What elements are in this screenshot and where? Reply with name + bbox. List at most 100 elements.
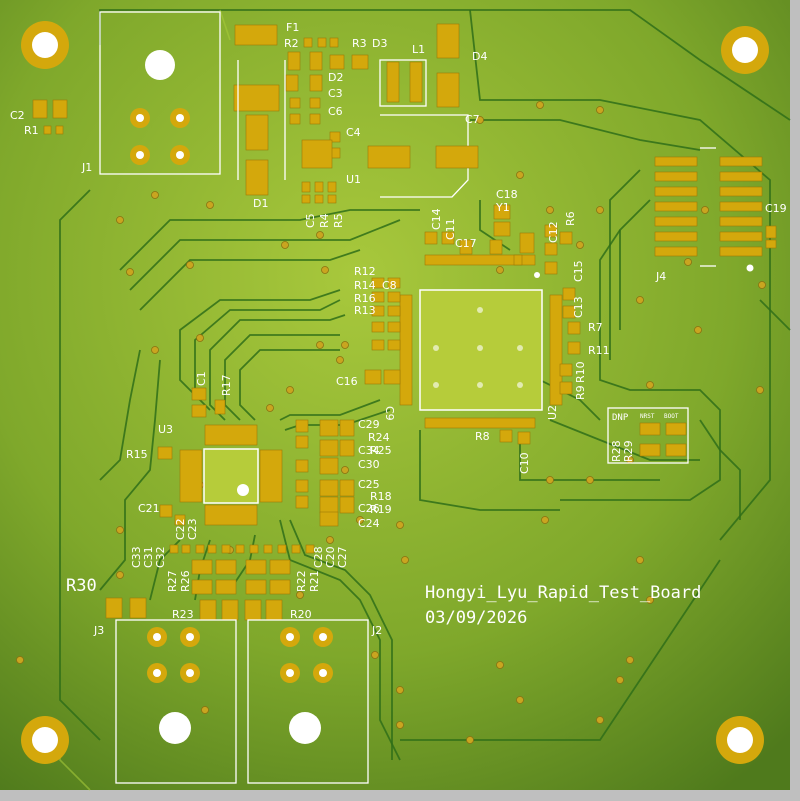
label-c19: C19 bbox=[765, 202, 787, 215]
label-r8: R8 bbox=[475, 430, 490, 443]
label-j3: J3 bbox=[93, 624, 104, 637]
label-c10: C10 bbox=[518, 452, 531, 474]
label-c33: C33 bbox=[130, 546, 143, 568]
label-c26: C26 bbox=[358, 502, 380, 515]
label-c12: C12 bbox=[547, 221, 560, 243]
label-c13: C13 bbox=[572, 296, 585, 318]
label-r6: R6 bbox=[564, 211, 577, 226]
label-c16: C16 bbox=[336, 375, 358, 388]
connector-j1 bbox=[99, 11, 221, 175]
label-c24: C24 bbox=[358, 517, 380, 530]
label-c17: C17 bbox=[455, 237, 477, 250]
label-d2: D2 bbox=[328, 71, 343, 84]
label-r10: R10 bbox=[574, 361, 587, 383]
ic-u3 bbox=[179, 424, 283, 526]
header-j4 bbox=[654, 147, 777, 272]
label-c27: C27 bbox=[336, 546, 349, 568]
label-r30: R30 bbox=[66, 576, 97, 596]
label-r21: R21 bbox=[308, 570, 321, 592]
label-c31: C31 bbox=[142, 546, 155, 568]
label-r12: R12 bbox=[354, 265, 376, 278]
label-c9: C9 bbox=[383, 406, 396, 421]
label-d3: D3 bbox=[372, 37, 387, 50]
dnp-boot-label: BOOT bbox=[664, 413, 679, 420]
label-r17: R17 bbox=[220, 374, 233, 396]
dnp-block bbox=[607, 407, 689, 464]
label-c7: C7 bbox=[465, 113, 480, 126]
label-r19: R19 bbox=[370, 503, 392, 516]
label-c21: C21 bbox=[138, 502, 160, 515]
label-r16: R16 bbox=[354, 292, 376, 305]
mounting-holes bbox=[21, 21, 769, 764]
label-l1: L1 bbox=[412, 43, 425, 56]
label-u2: U2 bbox=[546, 405, 559, 420]
board-substrate bbox=[0, 0, 790, 790]
label-u1: U1 bbox=[346, 173, 361, 186]
label-r7: R7 bbox=[588, 321, 603, 334]
label-r2: R2 bbox=[284, 37, 299, 50]
label-c28: C28 bbox=[312, 546, 325, 568]
label-c5: C5 bbox=[304, 213, 317, 228]
label-c22: C22 bbox=[174, 518, 187, 540]
dnp-nrst-label: NRST bbox=[640, 413, 655, 420]
label-c34: C34 bbox=[358, 444, 380, 457]
label-r20: R20 bbox=[290, 608, 312, 621]
label-r28: R28 bbox=[610, 440, 623, 462]
label-r15: R15 bbox=[126, 448, 148, 461]
label-j4: J4 bbox=[655, 270, 666, 283]
label-u3: U3 bbox=[158, 423, 173, 436]
label-r24: R24 bbox=[368, 431, 390, 444]
label-c32: C32 bbox=[154, 546, 167, 568]
connector-j2 bbox=[247, 619, 369, 784]
label-r11: R11 bbox=[588, 344, 610, 357]
label-c23: C23 bbox=[186, 518, 199, 540]
label-r27: R27 bbox=[166, 570, 179, 592]
mcu-u2 bbox=[399, 254, 563, 429]
label-f1: F1 bbox=[286, 21, 299, 34]
c2-r1-pads bbox=[32, 99, 68, 135]
label-r23: R23 bbox=[172, 608, 194, 621]
label-c30: C30 bbox=[358, 458, 380, 471]
label-r13: R13 bbox=[354, 304, 376, 317]
label-r4: R4 bbox=[318, 213, 331, 228]
vias bbox=[16, 101, 766, 744]
label-r25: R25 bbox=[370, 444, 392, 457]
label-r14: R14 bbox=[354, 279, 376, 292]
label-c20: C20 bbox=[324, 546, 337, 568]
label-d4: D4 bbox=[472, 50, 487, 63]
label-r1: R1 bbox=[24, 124, 39, 137]
board-title: Hongyi_Lyu_Rapid_Test_Board bbox=[425, 583, 701, 603]
mcu-passives bbox=[364, 204, 581, 445]
label-r18: R18 bbox=[370, 490, 392, 503]
label-c4: C4 bbox=[346, 126, 361, 139]
label-c3: C3 bbox=[328, 87, 343, 100]
label-d1: D1 bbox=[253, 197, 268, 210]
board-date: 03/09/2026 bbox=[425, 608, 527, 628]
label-r26: R26 bbox=[179, 570, 192, 592]
u3-passives bbox=[157, 387, 355, 527]
label-c11: C11 bbox=[444, 218, 457, 240]
connector-j3 bbox=[115, 619, 237, 784]
power-section-pads bbox=[233, 23, 479, 204]
label-c1: C1 bbox=[195, 371, 208, 386]
label-c15: C15 bbox=[572, 260, 585, 282]
label-c18: C18 bbox=[496, 188, 518, 201]
label-j1: J1 bbox=[81, 161, 92, 174]
label-r9: R9 bbox=[574, 385, 587, 400]
label-c6: C6 bbox=[328, 105, 343, 118]
label-r5: R5 bbox=[332, 213, 345, 228]
bottom-passives bbox=[105, 544, 315, 621]
label-c25: C25 bbox=[358, 478, 380, 491]
label-c29: C29 bbox=[358, 418, 380, 431]
label-j2: J2 bbox=[371, 624, 382, 637]
dnp-label: DNP bbox=[612, 413, 629, 423]
label-c8: C8 bbox=[382, 279, 397, 292]
label-c2: C2 bbox=[10, 109, 25, 122]
label-c14: C14 bbox=[430, 208, 443, 230]
label-r29: R29 bbox=[622, 440, 635, 462]
label-r3: R3 bbox=[352, 37, 367, 50]
silkscreen-labels: F1 R2 R3 D3 L1 D4 D2 C3 C6 C4 U1 C7 D1 C… bbox=[10, 21, 787, 637]
label-y1: Y1 bbox=[495, 201, 510, 214]
label-r22: R22 bbox=[295, 570, 308, 592]
